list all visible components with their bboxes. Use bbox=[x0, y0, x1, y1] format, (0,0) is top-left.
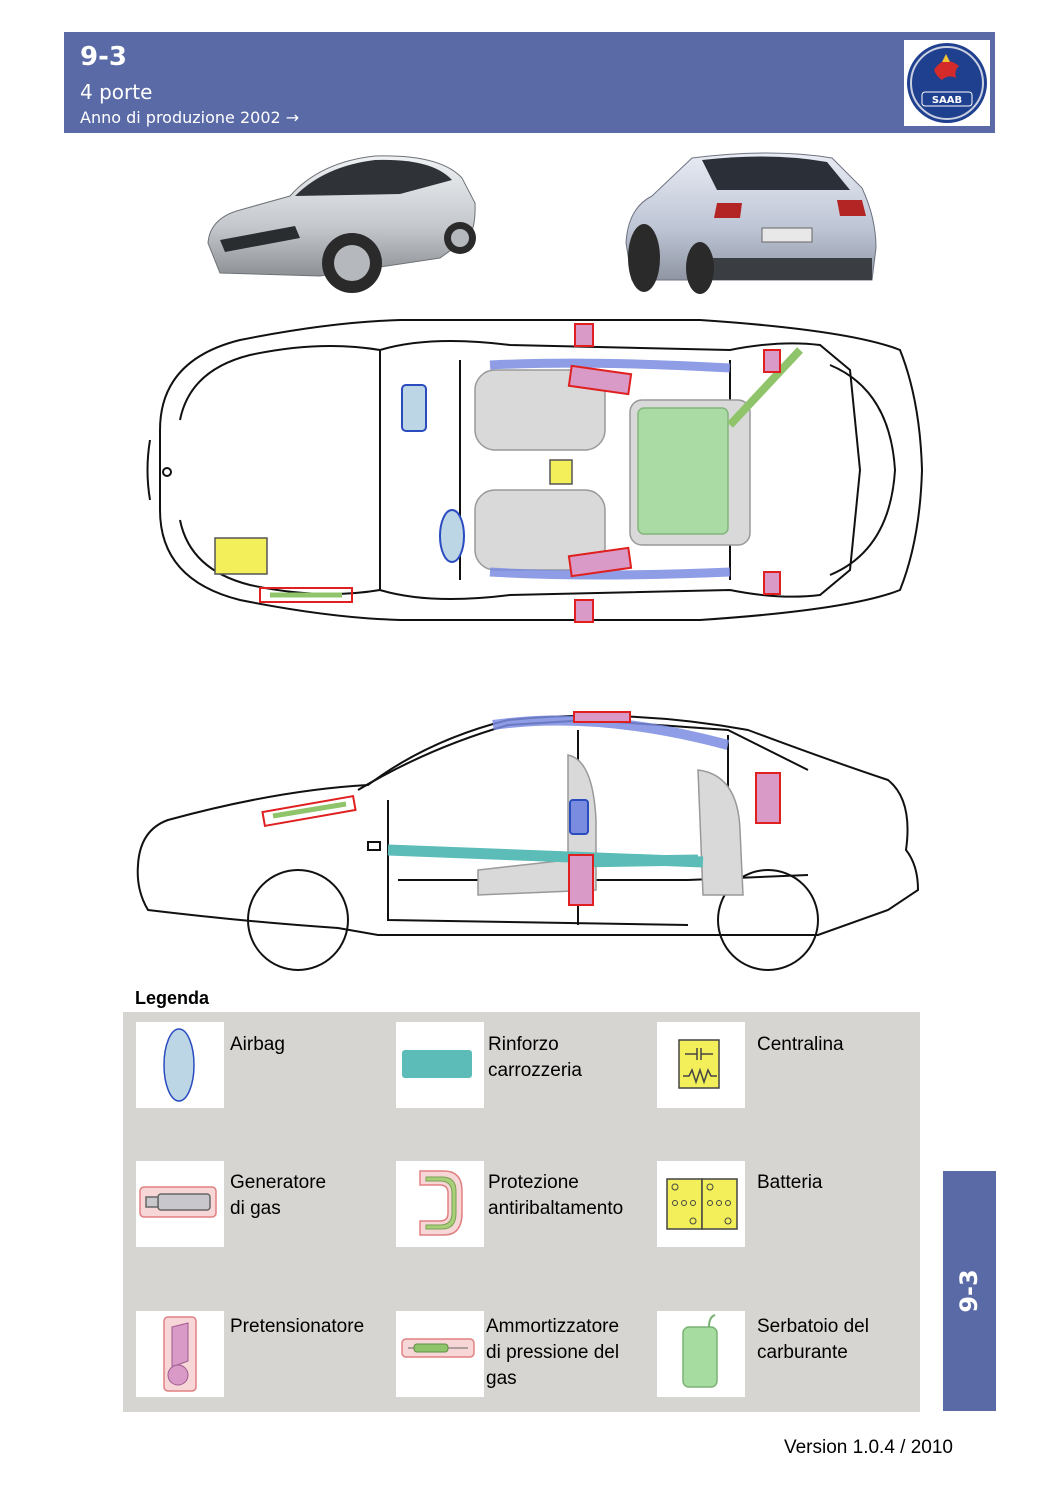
legend-label-gas-strut: Ammortizzatore di pressione del gas bbox=[486, 1316, 620, 1389]
body-reinforcement-icon bbox=[396, 1022, 484, 1108]
side-tab-model: 9-3 bbox=[943, 1171, 996, 1411]
battery-icon bbox=[657, 1161, 745, 1247]
gas-generator-icon bbox=[136, 1161, 224, 1247]
fuel-tank-icon bbox=[657, 1311, 745, 1397]
version-footer: Version 1.0.4 / 2010 bbox=[783, 1437, 953, 1458]
car-photo-rear bbox=[622, 148, 878, 298]
body-type: 4 porte bbox=[80, 80, 153, 104]
legend-label-airbag: Airbag bbox=[230, 1034, 285, 1055]
legend-label-battery: Batteria bbox=[757, 1172, 823, 1193]
legend-label-fuel-tank: Serbatoio del carburante bbox=[757, 1316, 869, 1363]
top-view-diagram bbox=[130, 310, 940, 630]
airbag-icon bbox=[136, 1022, 224, 1108]
legend-label-gas-generator: Generatore di gas bbox=[230, 1172, 327, 1219]
legend-label-rollover: Protezione antiribaltamento bbox=[488, 1172, 624, 1219]
header-bar: 9-3 4 porte Anno di produzione 2002 → SA… bbox=[64, 32, 995, 133]
gas-strut-icon bbox=[396, 1311, 484, 1397]
legend-label-control-unit: Centralina bbox=[757, 1034, 844, 1055]
legend-label-pretensioner: Pretensionatore bbox=[230, 1316, 365, 1337]
control-unit-icon bbox=[657, 1022, 745, 1108]
rollover-protection-icon bbox=[396, 1161, 484, 1247]
airbag-steering bbox=[401, 384, 427, 432]
saab-logo: SAAB bbox=[904, 40, 990, 126]
model-title: 9-3 bbox=[80, 42, 127, 72]
side-view-diagram bbox=[128, 700, 938, 975]
production-year: Anno di produzione 2002 → bbox=[80, 108, 300, 127]
side-tab-label: 9-3 bbox=[955, 1269, 983, 1313]
legend-label-reinforcement: Rinforzo carrozzeria bbox=[488, 1034, 582, 1081]
legend-panel: Airbag Rinforzo carrozzeria Centralina G… bbox=[123, 1012, 920, 1412]
pretensioner-icon bbox=[136, 1311, 224, 1397]
legend-title: Legenda bbox=[135, 988, 210, 1008]
car-photo-front bbox=[200, 148, 480, 300]
svg-text:SAAB: SAAB bbox=[932, 95, 962, 106]
